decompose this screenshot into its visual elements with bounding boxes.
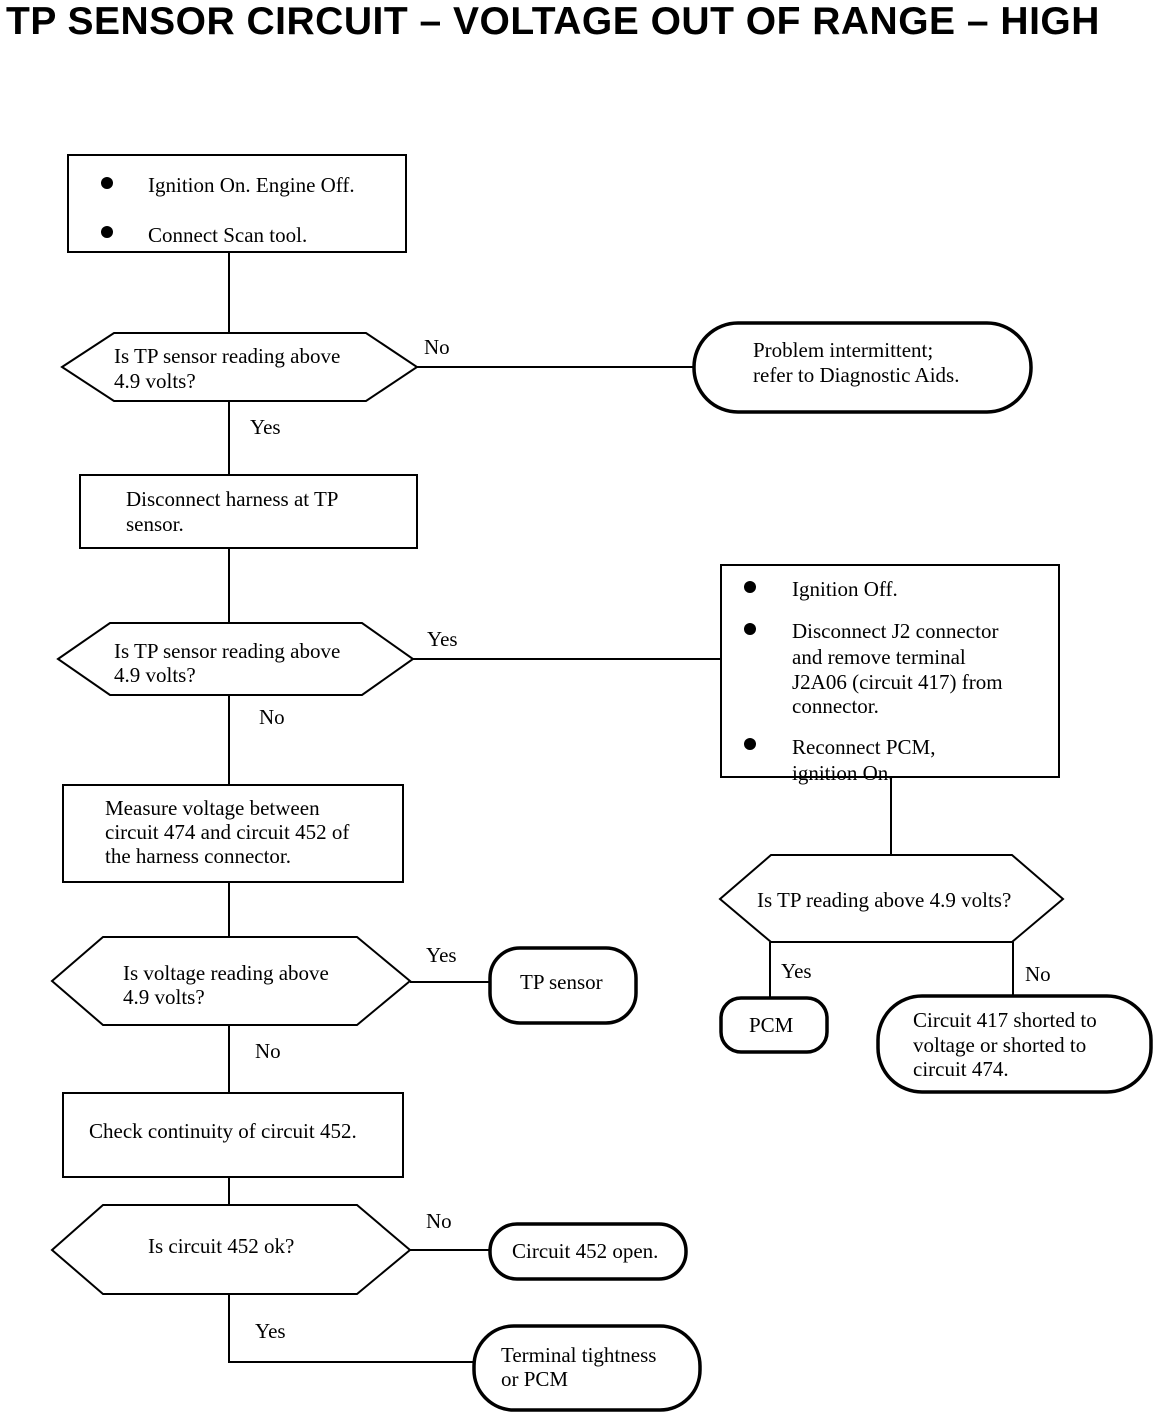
qtp-yes-label: Yes xyxy=(781,959,812,983)
decision-q3: Is voltage reading above 4.9 volts? xyxy=(50,936,412,1026)
decision-q1: Is TP sensor reading above 4.9 volts? xyxy=(60,332,419,402)
measure-box: Measure voltage between circuit 474 and … xyxy=(62,784,404,883)
q2-yes-label: Yes xyxy=(427,627,458,651)
j2-step-1: Ignition Off. xyxy=(792,577,898,601)
q4-no-label: No xyxy=(426,1209,452,1233)
decision-qtp: Is TP reading above 4.9 volts? xyxy=(718,854,1065,943)
q3-yes-label: Yes xyxy=(426,943,457,967)
decision-q4: Is circuit 452 ok? xyxy=(50,1204,412,1295)
q3-no-label: No xyxy=(255,1039,281,1063)
q2-no-label: No xyxy=(259,705,285,729)
start-box: Ignition On. Engine Off. Connect Scan to… xyxy=(67,154,407,253)
bullet-icon xyxy=(744,581,756,593)
q1-no-label: No xyxy=(424,335,450,359)
continuity-box: Check continuity of circuit 452. xyxy=(62,1092,404,1178)
c417-line-2: voltage or shorted to xyxy=(913,1033,1086,1057)
q1-line-2: 4.9 volts? xyxy=(114,369,196,393)
terminal-intermittent: Problem intermittent; refer to Diagnosti… xyxy=(692,321,1033,414)
terminal-pcm: PCM xyxy=(719,996,829,1054)
bullet-icon xyxy=(101,226,113,238)
pcm-label: PCM xyxy=(749,1013,794,1037)
j2-step-2-line-2: and remove terminal xyxy=(792,645,966,669)
j2-step-3-line-1: Reconnect PCM, xyxy=(792,735,935,759)
q3-line-2: 4.9 volts? xyxy=(123,985,205,1009)
page-title: TP SENSOR CIRCUIT – VOLTAGE OUT OF RANGE… xyxy=(6,0,1100,43)
c417-line-1: Circuit 417 shorted to xyxy=(913,1008,1097,1032)
q1-yes-label: Yes xyxy=(250,415,281,439)
j2-step-2-line-4: connector. xyxy=(792,694,879,718)
continuity-line-1: Check continuity of circuit 452. xyxy=(89,1119,357,1143)
q4-line-1: Is circuit 452 ok? xyxy=(148,1234,294,1258)
bullet-icon xyxy=(744,623,756,635)
j2-step-3-line-2: ignition On. xyxy=(792,761,894,785)
measure-line-1: Measure voltage between xyxy=(105,796,320,820)
bullet-icon xyxy=(101,177,113,189)
intermittent-line-2: refer to Diagnostic Aids. xyxy=(753,363,959,387)
q2-line-1: Is TP sensor reading above xyxy=(114,639,340,663)
connector-q4-terminal xyxy=(228,1294,474,1363)
start-step-1: Ignition On. Engine Off. xyxy=(148,173,355,197)
q3-line-1: Is voltage reading above xyxy=(123,961,329,985)
q2-line-2: 4.9 volts? xyxy=(114,663,196,687)
terminal-line-2: or PCM xyxy=(501,1367,568,1391)
j2-steps-box: Ignition Off. Disconnect J2 connector an… xyxy=(720,564,1060,785)
terminal-line-1: Terminal tightness xyxy=(501,1343,656,1367)
q4-yes-label: Yes xyxy=(255,1319,286,1343)
disconnect-box: Disconnect harness at TP sensor. xyxy=(79,474,418,549)
measure-line-3: the harness connector. xyxy=(105,844,291,868)
decision-q2: Is TP sensor reading above 4.9 volts? xyxy=(56,622,415,696)
q1-line-1: Is TP sensor reading above xyxy=(114,344,340,368)
disconnect-line-1: Disconnect harness at TP xyxy=(126,487,338,511)
terminal-circuit-452-open: Circuit 452 open. xyxy=(488,1222,688,1281)
j2-step-2-line-1: Disconnect J2 connector xyxy=(792,619,998,643)
intermittent-line-1: Problem intermittent; xyxy=(753,338,933,362)
terminal-tightness: Terminal tightness or PCM xyxy=(472,1324,702,1412)
measure-line-2: circuit 474 and circuit 452 of xyxy=(105,820,349,844)
qtp-line-1: Is TP reading above 4.9 volts? xyxy=(757,888,1011,912)
tp-sensor-label: TP sensor xyxy=(520,970,603,994)
disconnect-line-2: sensor. xyxy=(126,512,184,536)
connectors xyxy=(228,252,1014,1363)
c417-line-3: circuit 474. xyxy=(913,1057,1009,1081)
qtp-no-label: No xyxy=(1025,962,1051,986)
start-step-2: Connect Scan tool. xyxy=(148,223,307,247)
bullet-icon xyxy=(744,738,756,750)
c452-open-label: Circuit 452 open. xyxy=(512,1239,658,1263)
j2-step-2-line-3: J2A06 (circuit 417) from xyxy=(792,670,1003,694)
terminal-tp-sensor: TP sensor xyxy=(488,946,638,1025)
terminal-circuit-417: Circuit 417 shorted to voltage or shorte… xyxy=(876,994,1153,1094)
